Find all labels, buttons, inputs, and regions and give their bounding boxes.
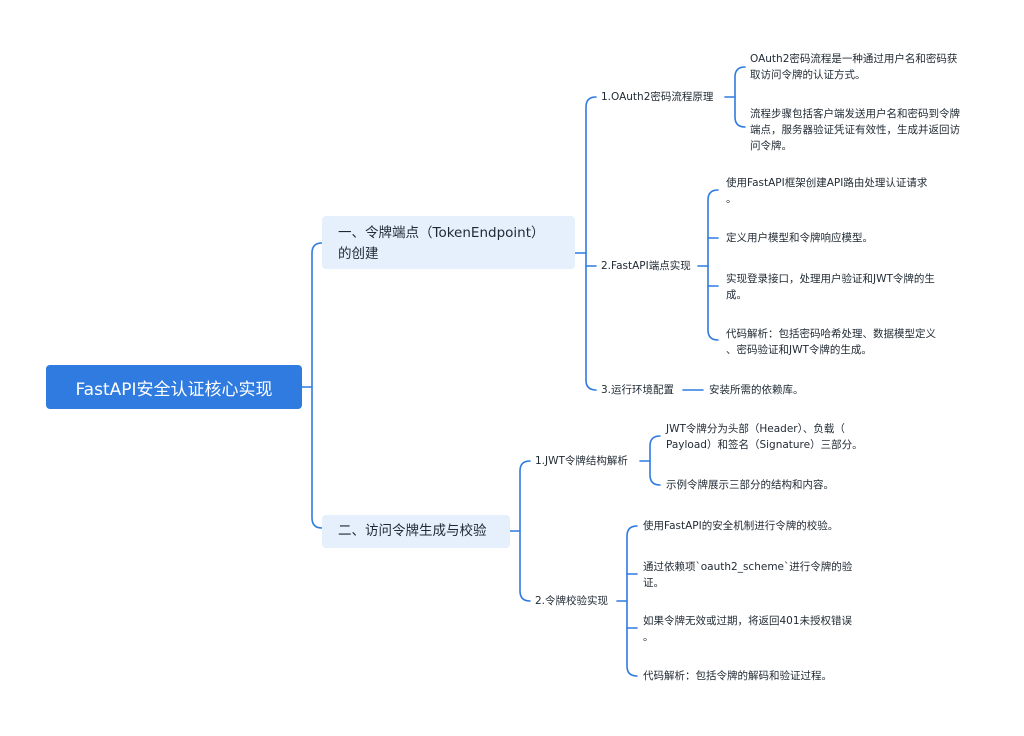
leaf-line: 。	[643, 631, 654, 643]
leaf-code-analysis-validation: 代码解析：包括令牌的解码和验证过程。	[643, 668, 832, 684]
leaf-oauth2-steps: 流程步骤包括客户端发送用户名和密码到令牌 端点，服务器验证凭证有效性，生成并返回…	[750, 106, 960, 154]
leaf-line: 如果令牌无效或过期，将返回401未授权错误	[643, 615, 853, 627]
leaf-line: 证。	[643, 577, 664, 589]
subtopic-fastapi-endpoint: 2.FastAPI端点实现	[601, 260, 691, 272]
root-topic-label: FastAPI安全认证核心实现	[75, 379, 273, 400]
leaf-line: 使用FastAPI的安全机制进行令牌的校验。	[643, 520, 839, 532]
leaf-line: 流程步骤包括客户端发送用户名和密码到令牌	[750, 108, 960, 120]
leaf-line: 安装所需的依赖库。	[709, 384, 804, 396]
branch-access-token-label: 二、访问令牌生成与校验	[338, 523, 487, 539]
leaf-line: Payload）和签名（Signature）三部分。	[666, 439, 863, 451]
leaf-oauth2-scheme: 通过依赖项`oauth2_scheme`进行令牌的验 证。	[643, 559, 852, 591]
leaf-jwt-parts: JWT令牌分为头部（Header）、负载（ Payload）和签名（Signat…	[666, 421, 863, 453]
branch-token-endpoint-label-line1: 一、令牌端点（TokenEndpoint）	[338, 225, 545, 241]
root-topic: FastAPI安全认证核心实现	[46, 365, 302, 409]
leaf-line: 使用FastAPI框架创建API路由处理认证请求	[726, 177, 928, 189]
leaf-install-deps: 安装所需的依赖库。	[709, 382, 804, 398]
leaf-jwt-example: 示例令牌展示三部分的结构和内容。	[666, 477, 834, 493]
subtopic-runtime-env: 3.运行环境配置	[601, 384, 675, 396]
leaf-line: 通过依赖项`oauth2_scheme`进行令牌的验	[643, 561, 853, 573]
leaf-line: 示例令牌展示三部分的结构和内容。	[666, 479, 834, 491]
leaf-login-interface: 实现登录接口，处理用户验证和JWT令牌的生 成。	[726, 271, 935, 303]
leaf-line: 实现登录接口，处理用户验证和JWT令牌的生	[726, 273, 935, 285]
subtopic-jwt-structure: 1.JWT令牌结构解析	[535, 455, 628, 467]
leaf-line: 代码解析：包括密码哈希处理、数据模型定义	[726, 328, 936, 340]
leaf-line: JWT令牌分为头部（Header）、负载（	[666, 423, 845, 435]
leaf-line: 、密码验证和JWT令牌的生成。	[726, 344, 872, 356]
branch-access-token: 二、访问令牌生成与校验	[322, 515, 510, 548]
leaf-line: OAuth2密码流程是一种通过用户名和密码获	[750, 53, 958, 65]
leaf-line: 问令牌。	[750, 140, 792, 152]
leaf-code-analysis-endpoint: 代码解析：包括密码哈希处理、数据模型定义 、密码验证和JWT令牌的生成。	[726, 326, 936, 358]
branch-token-endpoint: 一、令牌端点（TokenEndpoint） 的创建	[322, 216, 575, 269]
leaf-line: 取访问令牌的认证方式。	[750, 69, 866, 81]
leaf-security-mechanism: 使用FastAPI的安全机制进行令牌的校验。	[643, 518, 838, 534]
leaf-define-models: 定义用户模型和令牌响应模型。	[726, 230, 873, 246]
subtopic-token-validation: 2.令牌校验实现	[535, 595, 609, 607]
leaf-line: 端点，服务器验证凭证有效性，生成并返回访	[750, 124, 960, 136]
leaf-line: 定义用户模型和令牌响应模型。	[726, 232, 873, 244]
branch-token-endpoint-label-line2: 的创建	[338, 246, 379, 262]
leaf-line: 成。	[726, 289, 747, 301]
leaf-invalid-token: 如果令牌无效或过期，将返回401未授权错误 。	[643, 613, 852, 645]
leaf-line: 代码解析：包括令牌的解码和验证过程。	[643, 670, 832, 682]
leaf-create-routes: 使用FastAPI框架创建API路由处理认证请求 。	[726, 175, 927, 207]
subtopic-oauth2-flow: 1.OAuth2密码流程原理	[601, 91, 714, 103]
leaf-line: 。	[726, 193, 737, 205]
leaf-oauth2-definition: OAuth2密码流程是一种通过用户名和密码获 取访问令牌的认证方式。	[750, 51, 957, 83]
